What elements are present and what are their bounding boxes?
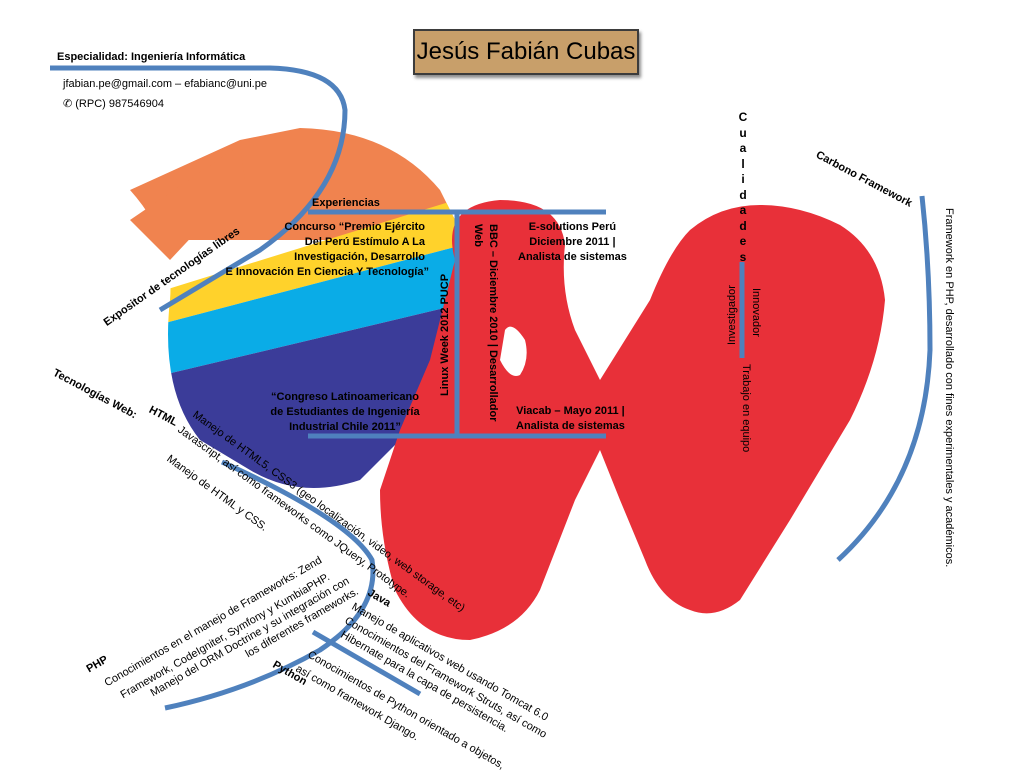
experience-viacab-line2: Analista de sistemas bbox=[516, 420, 625, 432]
experience-esolutions-line2: Diciembre 2011 | bbox=[529, 236, 616, 248]
experience-premio-line4: E Innovación En Ciencia Y Tecnología” bbox=[225, 266, 429, 278]
logo-swoosh bbox=[130, 145, 245, 260]
experience-premio-line1: Concurso “Premio Ejército bbox=[284, 221, 425, 233]
qualities-heading-letter: d bbox=[739, 218, 747, 233]
experience-esolutions: E-solutions Perú Diciembre 2011 | Analis… bbox=[518, 220, 627, 265]
experience-congreso-line1: “Congreso Latinoamericano bbox=[271, 391, 419, 403]
qualities-heading-letter: a bbox=[739, 141, 747, 155]
logo-w-shape bbox=[380, 200, 885, 640]
experience-viacab-line1: Viacab – Mayo 2011 | bbox=[516, 405, 625, 417]
experience-bbc-line1: BBC – Diciembre 2010 | Desarrollador bbox=[487, 224, 499, 422]
experience-premio-line2: Del Perú Estímulo A La bbox=[304, 236, 425, 248]
specialty-label: Especialidad: Ingeniería Informática bbox=[57, 51, 246, 63]
experiences-heading: Experiencias bbox=[312, 197, 380, 209]
experience-bbc-line2: Web bbox=[472, 224, 484, 248]
qualities-heading-letter: s bbox=[739, 249, 747, 264]
name-title: Jesús Fabián Cubas bbox=[413, 29, 639, 75]
experience-viacab: Viacab – Mayo 2011 | Analista de sistema… bbox=[516, 404, 625, 434]
qualities-heading-letter: d bbox=[739, 187, 747, 202]
phone-text: ✆ (RPC) 987546904 bbox=[63, 98, 164, 110]
experience-esolutions-line1: E-solutions Perú bbox=[528, 221, 617, 233]
experience-congreso-line3: Industrial Chile 2011” bbox=[289, 421, 401, 433]
qualities-heading-letter: a bbox=[739, 203, 747, 217]
quality-trabajo-equipo: Trabajo en equipo bbox=[740, 364, 752, 453]
qualities-heading-letter: C bbox=[738, 110, 748, 124]
experience-linux-week: Linux Week 2012 PUCP bbox=[439, 273, 451, 396]
experience-bbc: BBC – Diciembre 2010 | Desarrollador Web bbox=[470, 224, 500, 422]
email-text: jfabian.pe@gmail.com – efabianc@uni.pe bbox=[63, 78, 267, 90]
qualities-heading-letter: l bbox=[741, 156, 745, 171]
experience-congreso-line2: de Estudiantes de Ingeniería bbox=[270, 406, 420, 418]
carbono-description: Framework en PHP, desarrollado con fines… bbox=[943, 208, 955, 568]
experience-premio: Concurso “Premio Ejército Del Perú Estím… bbox=[225, 220, 429, 280]
qualities-heading-letter: i bbox=[741, 172, 745, 186]
quality-innovador: Innovador bbox=[750, 288, 762, 337]
experience-premio-line3: Investigación, Desarrollo bbox=[294, 251, 425, 263]
quality-investigador: Investigador bbox=[726, 285, 738, 345]
qualities-heading-letter: e bbox=[739, 234, 747, 248]
experience-esolutions-line3: Analista de sistemas bbox=[518, 251, 627, 263]
qualities-heading-letter: u bbox=[739, 125, 747, 140]
experience-congreso: “Congreso Latinoamericano de Estudiantes… bbox=[260, 390, 430, 435]
